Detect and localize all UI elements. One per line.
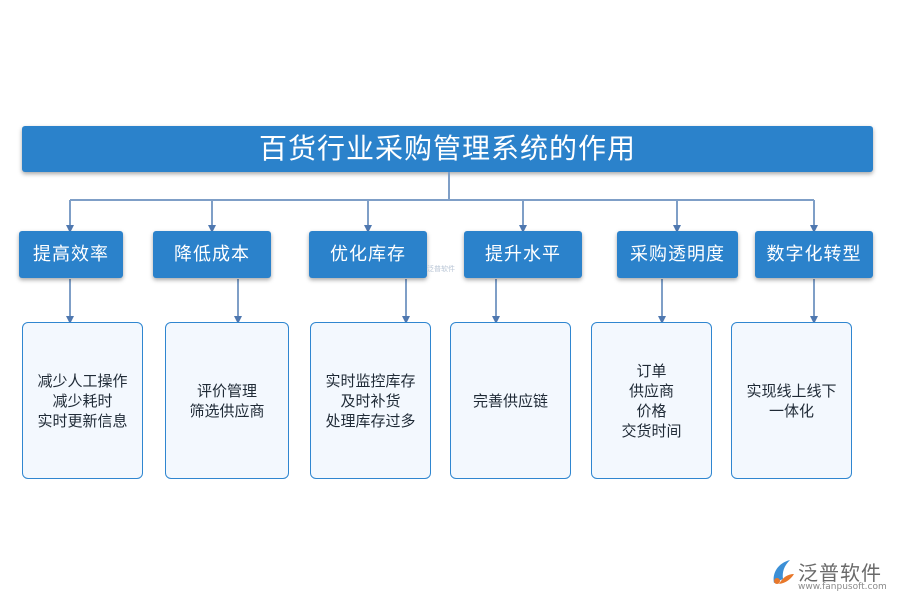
diagram-title: 百货行业采购管理系统的作用 (22, 126, 873, 172)
logo-name: 泛普软件 (798, 561, 882, 585)
detail-card-cost: 评价管理 筛选供应商 (165, 322, 289, 479)
detail-item: 一体化 (768, 401, 814, 420)
category-box-cost: 降低成本 (153, 231, 271, 278)
category-box-digital: 数字化转型 (755, 231, 873, 278)
fanpu-logo-icon (773, 560, 794, 584)
detail-item: 实现线上线下 (746, 381, 837, 400)
detail-item: 减少耗时 (52, 391, 113, 410)
brand-logo: 泛普软件 www.fanpusoft.com (770, 557, 890, 597)
watermark-text: 泛普软件 (427, 265, 455, 273)
detail-card-level: 完善供应链 (450, 322, 571, 479)
detail-item: 及时补货 (340, 391, 401, 410)
logo-url: www.fanpusoft.com (798, 582, 887, 592)
detail-item: 供应商 (628, 381, 674, 400)
detail-card-inventory: 实时监控库存 及时补货 处理库存过多 (310, 322, 431, 479)
detail-item: 实时更新信息 (37, 411, 128, 430)
detail-item: 评价管理 (196, 381, 257, 400)
detail-card-transparency: 订单 供应商 价格 交货时间 (591, 322, 712, 479)
detail-item: 完善供应链 (472, 391, 548, 410)
detail-item: 价格 (636, 401, 667, 420)
detail-card-digital: 实现线上线下 一体化 (731, 322, 852, 479)
category-box-efficiency: 提高效率 (19, 231, 123, 278)
category-box-inventory: 优化库存 (309, 231, 427, 278)
detail-item: 减少人工操作 (37, 371, 128, 390)
category-box-level: 提升水平 (464, 231, 582, 278)
category-box-transparency: 采购透明度 (617, 231, 738, 278)
detail-item: 筛选供应商 (189, 401, 265, 420)
detail-item: 交货时间 (621, 421, 682, 440)
detail-item: 实时监控库存 (325, 371, 416, 390)
detail-item: 处理库存过多 (325, 411, 416, 430)
detail-card-efficiency: 减少人工操作 减少耗时 实时更新信息 (22, 322, 143, 479)
detail-item: 订单 (636, 361, 667, 380)
